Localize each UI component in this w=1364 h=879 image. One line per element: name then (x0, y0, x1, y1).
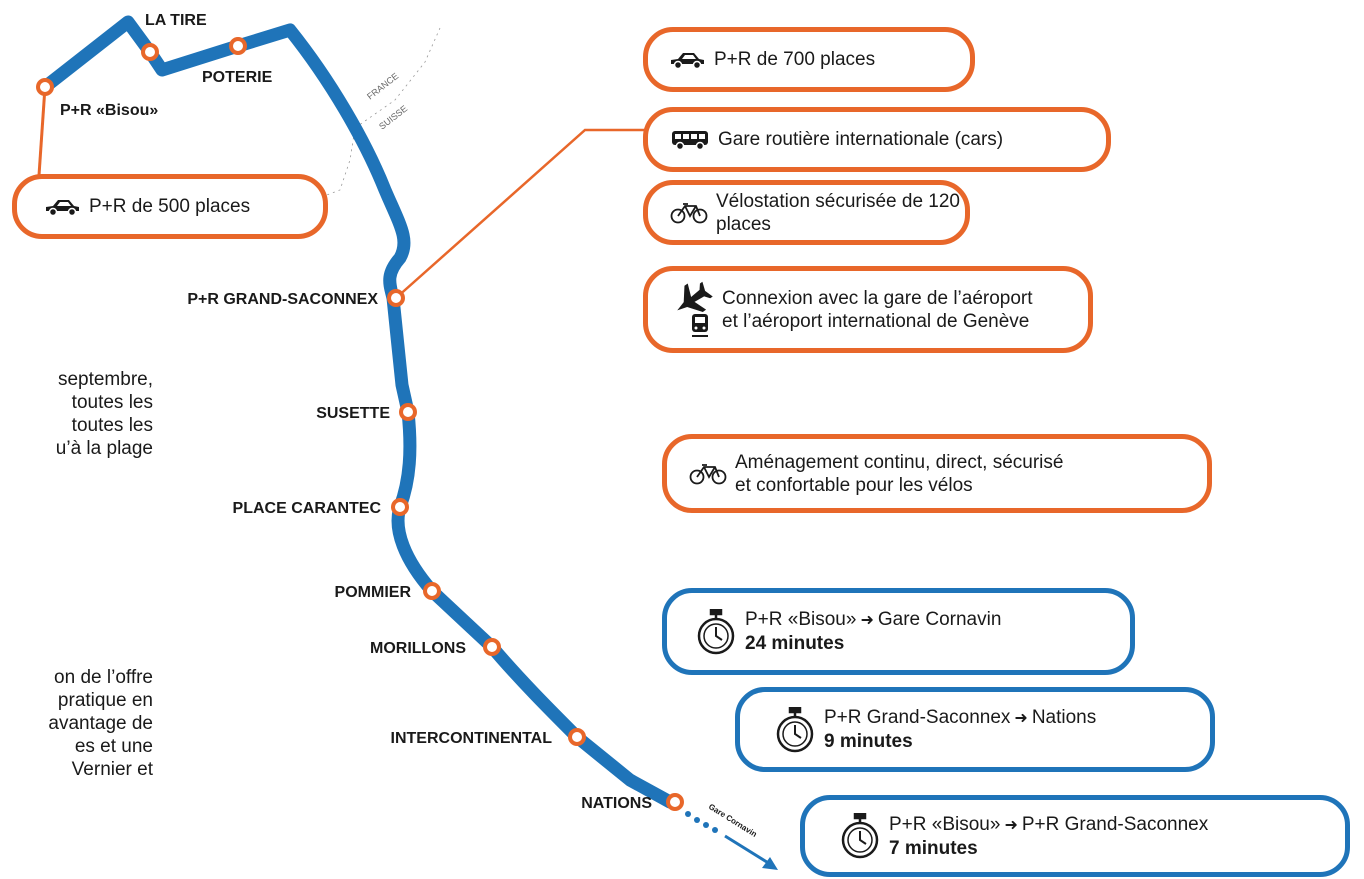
station-pommier[interactable] (423, 582, 441, 600)
station-grand-saconnex[interactable] (387, 289, 405, 307)
info-aeroport-text: Connexion avec la gare de l’aéroport et … (722, 287, 1033, 333)
station-susette[interactable] (399, 403, 417, 421)
paragraph-1-line: toutes les (71, 415, 153, 436)
tram-line (38, 15, 677, 809)
info-gare-routiere: Gare routière internationale (cars) (643, 107, 1111, 172)
station-intercontinental[interactable] (568, 728, 586, 746)
label-bisou: P+R «Bisou» (60, 102, 158, 119)
arrow-right-icon: ➜ (1014, 710, 1028, 727)
paragraph-2-line: es et une (74, 736, 153, 757)
paragraph-2-line: avantage de (48, 713, 153, 734)
label-france: FRANCE (365, 71, 400, 102)
travel-time-1-to: Gare Cornavin (877, 609, 1002, 630)
car-icon (668, 50, 706, 70)
connector-saconnex-gare (395, 128, 650, 299)
info-amenagement-text: Aménagement continu, direct, sécurisé et… (735, 451, 1063, 497)
travel-time-2-duration: 9 minutes (824, 731, 913, 752)
info-velostation: Vélostation sécurisée de 120 places (643, 180, 970, 245)
station-nations[interactable] (666, 793, 684, 811)
travel-time-1-duration: 24 minutes (745, 633, 845, 654)
paragraph-2-line: on de l’offre (54, 667, 153, 688)
travel-time-3-from: P+R «Bisou» (889, 813, 1001, 835)
label-susette: SUSETTE (316, 405, 390, 422)
paragraph-fragment-1: septembre, toutes les toutes les u’à la … (0, 368, 153, 460)
travel-time-2-from: P+R Grand-Saconnex (824, 707, 1011, 728)
label-pommier: POMMIER (335, 584, 412, 601)
stopwatch-icon (774, 706, 816, 753)
connector-bisou-pr500 (36, 86, 47, 191)
travel-time-1: P+R «Bisou»➜Gare Cornavin 24 minutes (662, 588, 1135, 675)
bike-icon (689, 463, 727, 485)
label-poterie: POTERIE (202, 69, 273, 86)
travel-time-3-route: P+R «Bisou»➜P+R Grand-Saconnex (889, 813, 1208, 837)
label-la-tire: LA TIRE (145, 12, 207, 29)
paragraph-1-line: septembre, (57, 369, 153, 390)
station-morillons[interactable] (483, 638, 501, 656)
cornavin-continuation (685, 811, 778, 870)
travel-time-1-route: P+R «Bisou»➜Gare Cornavin (745, 608, 1001, 632)
info-aeroport-line1: Connexion avec la gare de l’aéroport (722, 287, 1033, 309)
travel-time-1-from: P+R «Bisou» (745, 609, 857, 630)
travel-time-3: P+R «Bisou»➜P+R Grand-Saconnex 7 minutes (800, 795, 1350, 877)
car-icon (43, 197, 81, 217)
label-place-carantec: PLACE CARANTEC (233, 500, 382, 517)
station-bisou[interactable] (36, 78, 54, 96)
paragraph-2-line: Vernier et (71, 759, 153, 780)
travel-time-3-to: P+R Grand-Saconnex (1021, 813, 1209, 835)
info-amenagement: Aménagement continu, direct, sécurisé et… (662, 434, 1212, 513)
paragraph-fragment-2: on de l’offre pratique en avantage de es… (0, 666, 153, 781)
travel-time-2-text: P+R Grand-Saconnex➜Nations 9 minutes (824, 706, 1096, 753)
plane-train-icon (670, 280, 714, 340)
station-la-tire[interactable] (141, 43, 159, 61)
label-gare-cornavin: Gare Cornavin (707, 802, 759, 839)
info-pr700-text: P+R de 700 places (714, 49, 876, 70)
info-velostation-text: Vélostation sécurisée de 120 places (716, 190, 960, 235)
info-aeroport: Connexion avec la gare de l’aéroport et … (643, 266, 1093, 353)
station-place-carantec[interactable] (391, 498, 409, 516)
paragraph-2-line: pratique en (57, 690, 153, 711)
label-suisse: SUISSE (377, 103, 409, 131)
info-pr500: P+R de 500 places (12, 174, 328, 239)
stopwatch-icon (839, 813, 881, 859)
label-morillons: MORILLONS (370, 640, 466, 657)
label-nations: NATIONS (581, 795, 652, 812)
travel-time-3-duration: 7 minutes (889, 837, 978, 859)
travel-time-2: P+R Grand-Saconnex➜Nations 9 minutes (735, 687, 1215, 772)
travel-time-3-text: P+R «Bisou»➜P+R Grand-Saconnex 7 minutes (889, 813, 1208, 860)
paragraph-1-line: toutes les (71, 392, 153, 413)
info-gare-routiere-text: Gare routière internationale (cars) (718, 129, 1004, 150)
bus-icon (670, 129, 710, 151)
travel-time-2-to: Nations (1031, 707, 1097, 728)
info-aeroport-line2: et l’aéroport international de Genève (722, 310, 1030, 332)
travel-time-2-route: P+R Grand-Saconnex➜Nations (824, 706, 1096, 730)
info-amenagement-line2: et confortable pour les vélos (735, 474, 973, 496)
bike-icon (670, 202, 708, 224)
arrow-right-icon: ➜ (1004, 816, 1018, 834)
stopwatch-icon (695, 608, 737, 655)
label-intercontinental: INTERCONTINENTAL (391, 730, 553, 747)
paragraph-1-line: u’à la plage (55, 438, 153, 459)
info-pr700: P+R de 700 places (643, 27, 975, 92)
info-amenagement-line1: Aménagement continu, direct, sécurisé (735, 451, 1064, 473)
arrow-right-icon: ➜ (860, 612, 874, 629)
info-pr500-text: P+R de 500 places (89, 196, 251, 217)
station-poterie[interactable] (229, 37, 247, 55)
travel-time-1-text: P+R «Bisou»➜Gare Cornavin 24 minutes (745, 608, 1001, 655)
label-grand-saconnex: P+R GRAND-SACONNEX (187, 291, 378, 308)
